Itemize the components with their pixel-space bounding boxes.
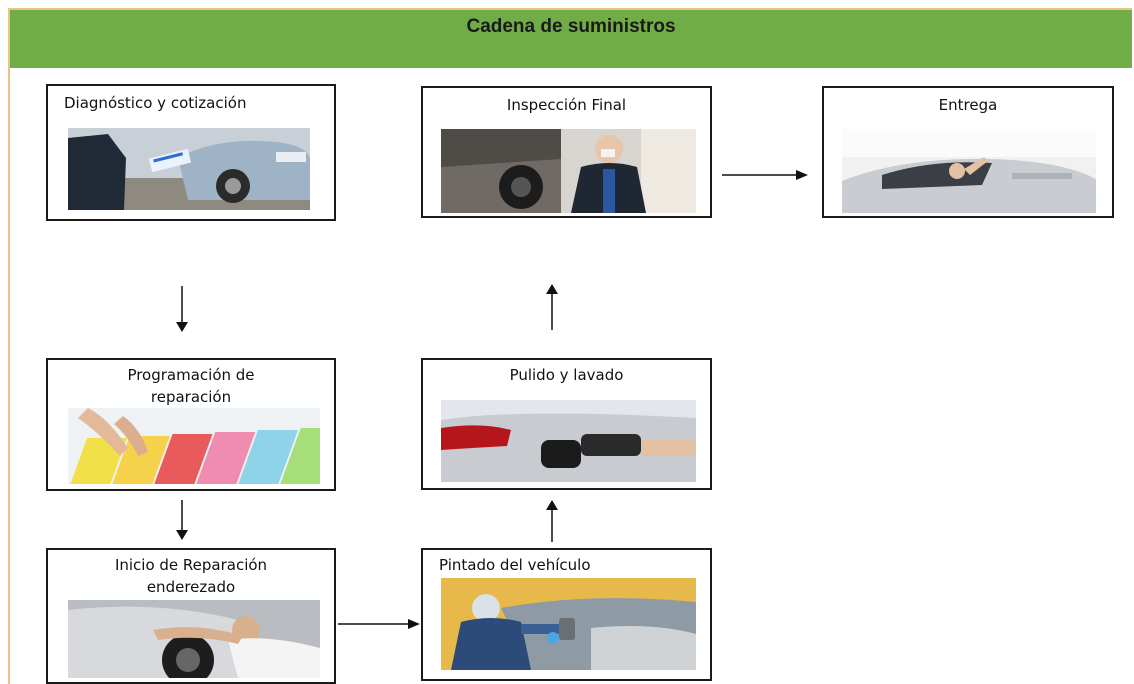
pintado-photo bbox=[441, 578, 696, 670]
step-entrega: Entrega bbox=[822, 86, 1114, 218]
page-frame bbox=[8, 8, 1132, 684]
header-bar: Cadena de suministros bbox=[10, 10, 1132, 68]
step-inspeccion-label: Inspección Final bbox=[506, 96, 627, 114]
step-programacion-label-1: Programación de bbox=[127, 366, 255, 384]
step-programacion: Programación de reparación bbox=[46, 358, 336, 491]
programacion-photo bbox=[68, 408, 320, 484]
step-pulido: Pulido y lavado bbox=[421, 358, 712, 490]
step-diagnostico-label: Diagnóstico y cotización bbox=[64, 94, 247, 112]
step-pintado: Pintado del vehículo bbox=[421, 548, 712, 681]
inspeccion-photo bbox=[441, 129, 696, 213]
inicio-photo bbox=[68, 600, 320, 678]
arrow-up-1 bbox=[546, 500, 558, 542]
diagnostico-photo bbox=[68, 128, 310, 210]
pulido-photo bbox=[441, 400, 696, 482]
step-pintado-label: Pintado del vehículo bbox=[439, 556, 591, 574]
step-pulido-label: Pulido y lavado bbox=[509, 366, 624, 384]
step-inicio-label-1: Inicio de Reparación bbox=[114, 556, 268, 574]
step-programacion-label-2: reparación bbox=[150, 388, 232, 406]
arrow-right-1 bbox=[338, 619, 420, 629]
arrow-down-2 bbox=[176, 500, 188, 540]
step-inspeccion: Inspección Final bbox=[421, 86, 712, 218]
arrow-up-2 bbox=[546, 284, 558, 330]
step-inicio-label-2: enderezado bbox=[146, 578, 236, 596]
arrow-down-1 bbox=[176, 286, 188, 332]
entrega-photo bbox=[842, 129, 1096, 213]
arrow-right-2 bbox=[722, 170, 808, 180]
step-inicio: Inicio de Reparación enderezado bbox=[46, 548, 336, 684]
diagram-title: Cadena de suministros bbox=[466, 16, 676, 37]
step-entrega-label: Entrega bbox=[938, 96, 998, 114]
step-diagnostico: Diagnóstico y cotización bbox=[46, 84, 336, 221]
